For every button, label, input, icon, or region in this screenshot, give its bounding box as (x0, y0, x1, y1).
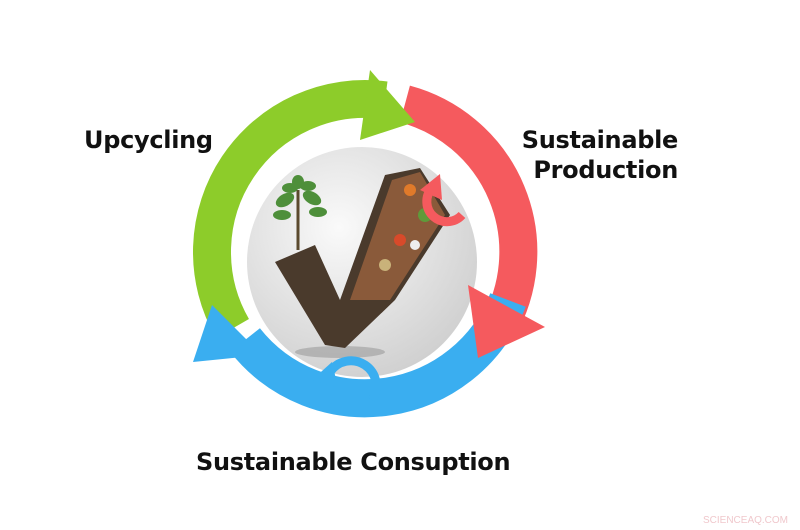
shadow (295, 346, 385, 358)
label-line: Production (533, 156, 678, 184)
green-arrowhead (360, 70, 415, 140)
compost-checkmark-icon (275, 168, 450, 348)
label-sustainable-consumption: Sustainable Consuption (196, 448, 511, 476)
small-blue-loop (326, 356, 381, 403)
green-arrow (193, 79, 388, 338)
small-red-arrowhead (420, 174, 442, 200)
small-blue-arrowhead (312, 362, 338, 388)
small-red-loop (422, 184, 466, 227)
label-upcycling: Upcycling (84, 126, 213, 154)
label-sustainable-production: Sustainable Production (500, 125, 679, 185)
blue-arrowhead (193, 305, 262, 362)
sapling-icon (273, 175, 327, 250)
label-line: Sustainable (521, 126, 679, 154)
red-arrowhead (468, 285, 545, 358)
red-arrow (399, 85, 538, 338)
watermark: SCIENCEAQ.COM (703, 515, 789, 526)
